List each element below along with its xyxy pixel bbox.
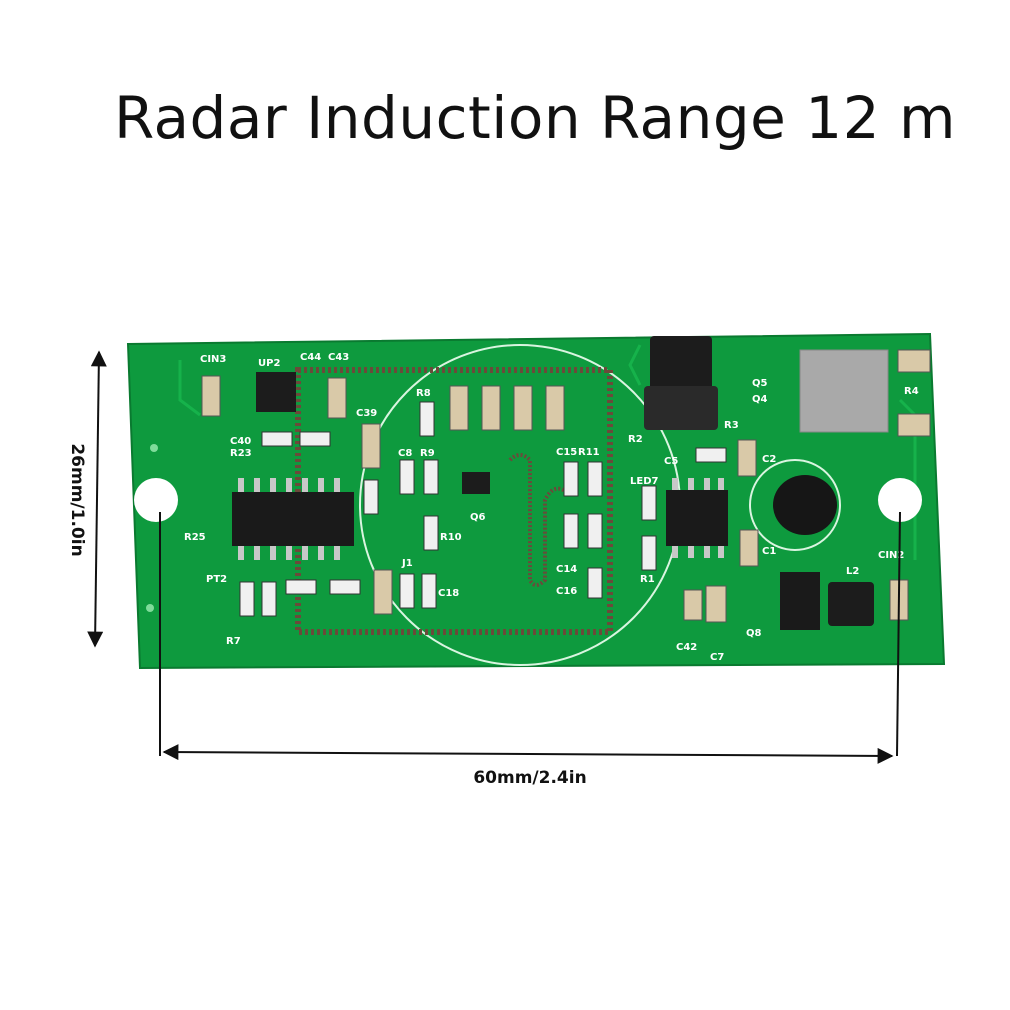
svg-text:L2: L2	[846, 566, 859, 577]
svg-text:Q4: Q4	[752, 394, 768, 405]
svg-text:R3: R3	[724, 420, 739, 431]
svg-text:C8: C8	[398, 448, 412, 459]
power-inductor	[650, 336, 712, 390]
svg-text:R25: R25	[184, 532, 206, 543]
svg-text:C5: C5	[664, 456, 678, 467]
svg-text:C40: C40	[230, 436, 251, 447]
svg-text:C15: C15	[556, 447, 577, 458]
pcb-board: CIN3 UP2 C44 C43 C40 R23 C39 R8 C8 R9 C1…	[126, 332, 946, 670]
svg-text:Q6: Q6	[470, 512, 486, 523]
svg-text:C1: C1	[762, 546, 776, 557]
svg-text:J1: J1	[401, 558, 413, 569]
length-dimension-label: 60mm/2.4in	[473, 768, 587, 788]
ic-chip-main	[232, 492, 354, 546]
svg-text:R2: R2	[628, 434, 643, 445]
svg-text:R1: R1	[640, 574, 655, 585]
svg-text:R11: R11	[578, 447, 600, 458]
mounting-hole-left	[134, 478, 178, 522]
svg-text:Q8: Q8	[746, 628, 762, 639]
svg-text:CIN3: CIN3	[200, 354, 226, 365]
svg-text:C44: C44	[300, 352, 321, 363]
svg-text:CIN2: CIN2	[878, 550, 904, 561]
ic-chip-secondary	[666, 490, 728, 546]
headline: Radar Induction Range 12 m	[113, 84, 957, 152]
svg-text:R23: R23	[230, 448, 252, 459]
mounting-hole-right	[878, 478, 922, 522]
svg-text:C14: C14	[556, 564, 577, 575]
svg-text:R9: R9	[420, 448, 435, 459]
svg-text:C39: C39	[356, 408, 377, 419]
svg-text:PT2: PT2	[206, 574, 227, 585]
metal-pad	[799, 349, 889, 433]
svg-text:R4: R4	[904, 386, 919, 397]
svg-text:C18: C18	[438, 588, 459, 599]
svg-text:C7: C7	[710, 652, 724, 663]
svg-text:R10: R10	[440, 532, 462, 543]
width-dimension-label: 26mm/1.0in	[67, 443, 87, 557]
svg-text:R7: R7	[226, 636, 241, 647]
svg-text:R8: R8	[416, 388, 431, 399]
sensor-component	[773, 475, 837, 535]
svg-text:C42: C42	[676, 642, 697, 653]
svg-text:C2: C2	[762, 454, 776, 465]
svg-text:LED7: LED7	[630, 476, 659, 487]
svg-text:C16: C16	[556, 586, 577, 597]
svg-text:Q5: Q5	[752, 378, 768, 389]
dimension-lines	[87, 350, 901, 764]
svg-text:UP2: UP2	[258, 358, 280, 369]
svg-text:C43: C43	[328, 352, 349, 363]
